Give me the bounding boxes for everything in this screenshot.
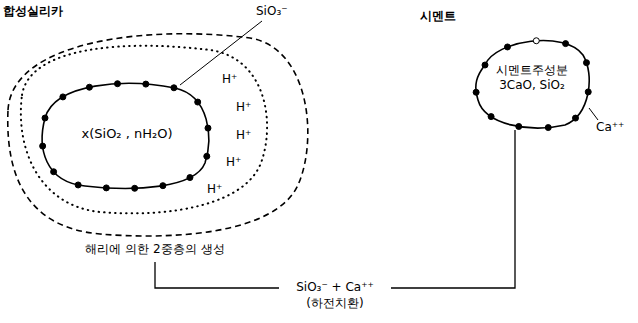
surface-dot [132, 185, 138, 191]
silica-core: x(SiO₂ , nH₂O) [35, 78, 217, 196]
surface-dot [60, 94, 66, 100]
reaction-label: SiO₃⁻ + Ca⁺⁺ (하전치환) [279, 280, 391, 311]
surface-dot [143, 81, 149, 87]
ion-label: H⁺ [226, 155, 241, 169]
heading: 시멘트 [420, 9, 456, 24]
ion-label: H⁺ [222, 72, 237, 86]
surface-dot [563, 41, 569, 47]
cement-particle: 시멘트시멘트주성분 3CaO, SiO₂ [415, 5, 605, 130]
surface-dot [114, 81, 120, 87]
surface-dot [160, 183, 166, 189]
ion-label: Ca⁺⁺ [596, 120, 624, 134]
dotted-ion-layer [21, 46, 267, 214]
surface-dot [488, 114, 494, 120]
core-formula: x(SiO₂ , nH₂O) [57, 126, 197, 142]
surface-dot [572, 115, 578, 121]
silica-particle: 합성실리카해리에 의한 2중층의 생성 x(SiO₂ , nH₂O) [0, 0, 322, 262]
surface-dot [171, 85, 177, 91]
cement-outline [476, 41, 589, 128]
surface-dot [482, 62, 488, 68]
surface-dot [51, 169, 57, 175]
surface-dot [205, 125, 211, 131]
surface-dot [533, 38, 539, 44]
surface-dot [585, 89, 591, 95]
surface-dot [583, 60, 589, 66]
surface-dot [545, 125, 551, 131]
ion-label: H⁺ [207, 182, 222, 196]
cement-component: 시멘트주성분 3CaO, SiO₂ [482, 63, 582, 93]
surface-dot [40, 143, 46, 149]
surface-dot [204, 153, 210, 159]
caption: 해리에 의한 2중층의 생성 [20, 242, 290, 257]
surface-dot [504, 44, 510, 50]
surface-dot [473, 89, 479, 95]
bracket-connector [155, 130, 515, 288]
outer-dashed-layer [8, 34, 308, 236]
surface-dot [86, 84, 92, 90]
surface-dot [75, 182, 81, 188]
surface-dot [187, 175, 193, 181]
leader-line [180, 21, 262, 85]
surface-dot [42, 115, 48, 121]
core-outline [42, 83, 208, 188]
ion-label: SiO₃⁻ [256, 4, 288, 18]
leader-line [589, 108, 598, 120]
ion-label: H⁺ [236, 100, 251, 114]
surface-dot [103, 185, 109, 191]
ion-label: H⁺ [236, 128, 251, 142]
surface-dot [516, 123, 522, 129]
heading: 합성실리카 [3, 4, 63, 19]
surface-dot [195, 99, 201, 105]
